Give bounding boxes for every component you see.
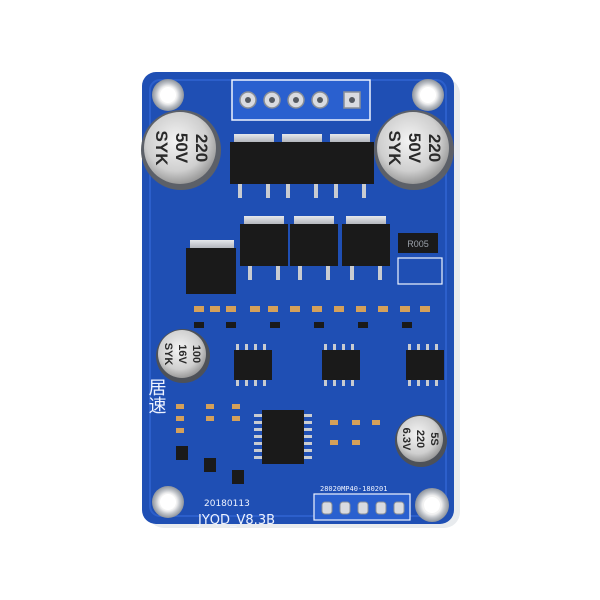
mosfet-row-upper	[230, 134, 374, 198]
svg-text:6.3V: 6.3V	[400, 428, 412, 451]
date-code: 20180113	[204, 499, 250, 509]
mounting-hole-top-left	[152, 79, 184, 111]
driver-ic-left	[234, 344, 272, 386]
svg-text:16V: 16V	[176, 344, 188, 364]
controller-ic	[254, 410, 312, 464]
shunt-resistor: R005	[397, 233, 443, 285]
svg-text:100: 100	[190, 345, 202, 363]
capacitor-large-left: 220 50V SYK	[141, 110, 221, 190]
power-header	[231, 79, 371, 121]
svg-text:220: 220	[192, 134, 211, 162]
pcb-board	[142, 72, 454, 524]
mounting-hole-top-right	[412, 79, 444, 111]
driver-ic-right	[406, 344, 444, 386]
capacitor-small-right: 5S 220 6.3V	[395, 415, 447, 467]
driver-ic-middle	[322, 344, 360, 386]
svg-text:50V: 50V	[405, 133, 424, 164]
svg-text:SYK: SYK	[152, 131, 171, 167]
svg-text:R005: R005	[407, 239, 429, 249]
mounting-hole-bottom-right	[415, 488, 449, 522]
model-label: JYQD_V8.3B	[197, 513, 275, 528]
capacitor-large-right: 220 50V SYK	[374, 110, 454, 190]
svg-text:SYK: SYK	[385, 131, 404, 167]
chinese-logo: 居速	[146, 378, 167, 414]
svg-text:居速: 居速	[146, 378, 167, 414]
svg-text:SYK: SYK	[162, 343, 174, 366]
transistors	[176, 446, 244, 484]
svg-text:220: 220	[414, 430, 426, 448]
mounting-hole-bottom-left	[152, 486, 184, 518]
part-code: 28020MP40-180201	[320, 485, 387, 493]
signal-header	[313, 493, 411, 521]
svg-text:5S: 5S	[428, 432, 440, 445]
svg-text:220: 220	[425, 134, 444, 162]
capacitor-small-left: 100 16V SYK	[156, 329, 210, 383]
voltage-regulator	[186, 240, 236, 294]
mosfet-row-lower	[240, 216, 390, 280]
smd-components	[176, 306, 430, 445]
svg-text:50V: 50V	[172, 133, 191, 164]
